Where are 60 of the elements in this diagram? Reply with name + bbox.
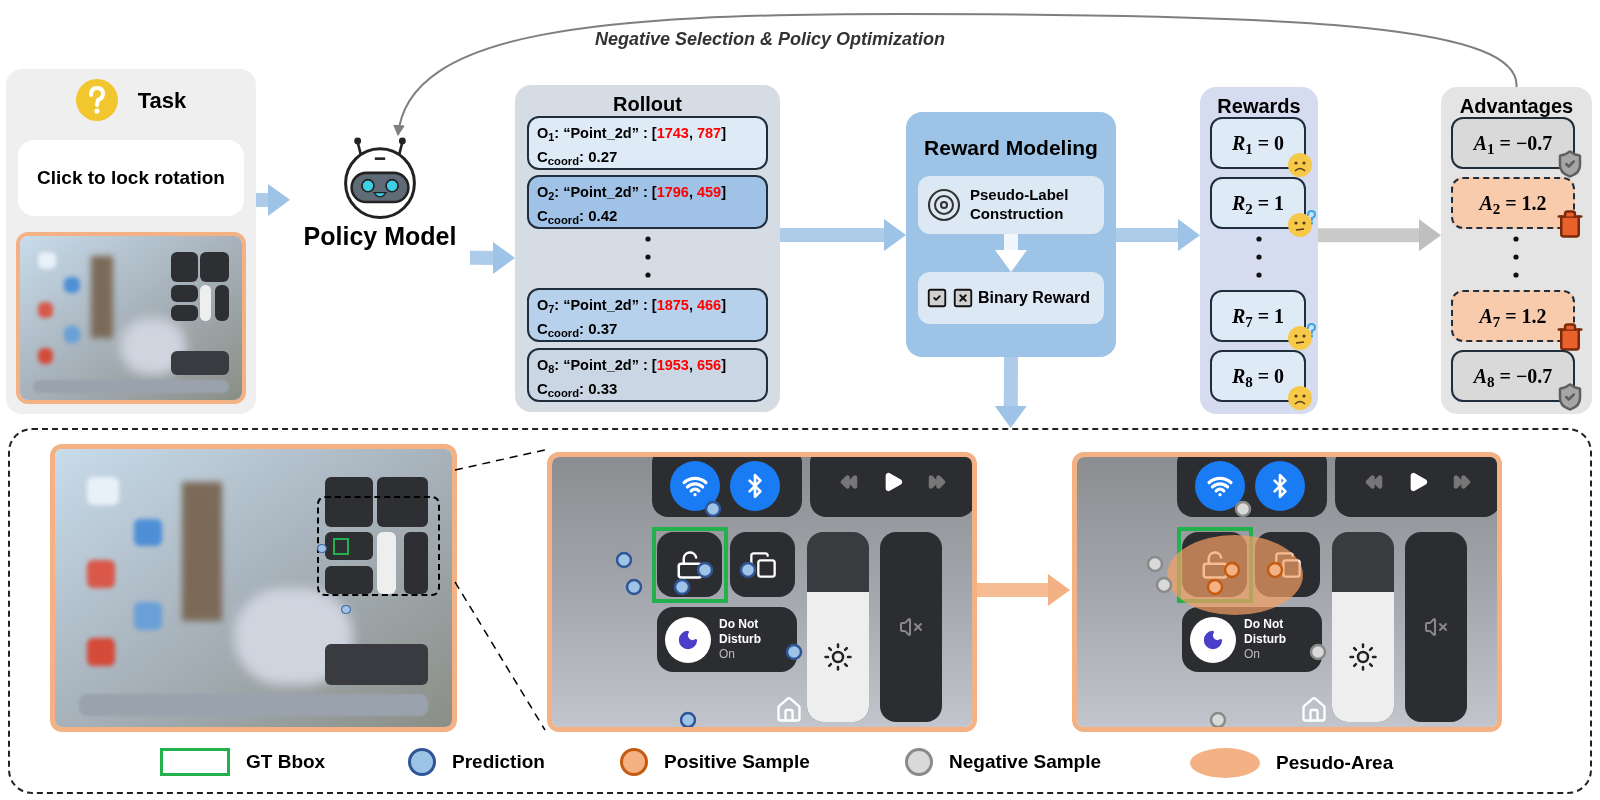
curved-arrow [394,13,1518,136]
reward-modeling-panel [906,112,1116,357]
control-center-drawing [547,452,977,732]
reward-value: R$_{7}$ = 1 [1231,304,1285,331]
panel-title: Rewards [1217,94,1301,119]
confidence-text: C$_{coord}$: 0.27 [537,147,619,169]
chevron-arrow [255,184,290,216]
panel-title: Reward Modeling [924,135,1098,161]
tablet-screenshot-drawing [50,444,457,732]
task-panel [6,69,256,414]
step-text: Binary Reward [978,288,1091,308]
reward-value: R$_{1}$ = 0 [1231,131,1285,158]
output-card [527,175,768,229]
legend-label: Positive Sample [664,750,810,774]
confidence-text: C$_{coord}$: 0.33 [537,379,619,401]
confidence-text: C$_{coord}$: 0.37 [537,319,619,341]
chevron-arrow [469,241,515,274]
tile-label: Do Not Disturb [719,617,762,647]
tablet-screenshot-drawing [16,232,246,404]
output-text: O$_{8}$: “Point_2d” : [1953, 656] [537,356,727,377]
advantage-value: A$_{7}$ = 1.2 [1479,304,1547,331]
chevron-arrow [1318,219,1441,252]
tile-status: On [1244,647,1261,662]
rollout-panel [515,85,780,412]
chevron-arrow [780,219,906,251]
chevron-arrow [994,356,1027,428]
legend-label: Prediction [452,750,545,774]
step-card [918,176,1104,234]
panel-title: Task [137,86,187,115]
advantage-value: A$_{8}$ = −0.7 [1473,364,1553,391]
confidence-text: C$_{coord}$: 0.42 [537,206,619,228]
panel-title: Advantages [1459,94,1574,119]
chevron-arrow [975,574,1070,606]
output-card [527,348,768,402]
instruction-text: Click to lock rotation [37,165,225,190]
advantages-panel [1441,87,1592,414]
legend-label: Pesudo-Area [1276,750,1394,775]
control-center-drawing [1072,452,1502,732]
reward-value: R$_{8}$ = 0 [1231,364,1285,391]
output-card [527,116,768,170]
legend-label: GT Bbox [246,750,326,774]
output-text: O$_{7}$: “Point_2d” : [1875, 466] [537,296,727,317]
panel-title: Rollout [613,92,682,117]
tile-status: On [719,647,736,662]
output-text: O$_{1}$: “Point_2d” : [1743, 787] [537,124,727,145]
zoom-guide-line [454,581,546,731]
chevron-arrow [1116,219,1200,252]
advantage-value: A$_{1}$ = −0.7 [1473,131,1553,158]
dashed-frame [8,428,1592,794]
model-label: Policy Model [303,221,457,252]
reward-value: R$_{2}$ = 1 [1231,191,1285,218]
advantage-value: A$_{2}$ = 1.2 [1479,191,1547,218]
chevron-arrow [995,234,1027,272]
tile-label: Do Not Disturb [1244,617,1287,647]
step-text: Pseudo-Label Construction [970,186,1070,224]
output-text: O$_{2}$: “Point_2d” : [1796, 459] [537,183,727,204]
step-card [918,272,1104,324]
rewards-panel [1200,87,1318,414]
legend-label: Negative Sample [949,750,1102,774]
output-card [527,288,768,342]
